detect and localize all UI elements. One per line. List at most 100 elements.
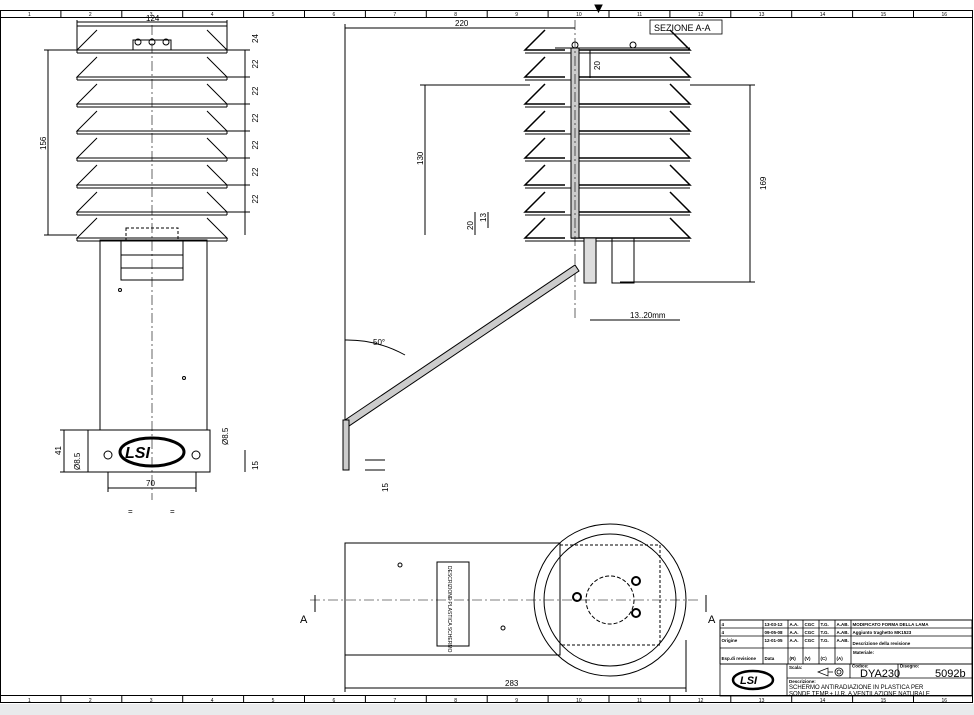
drawing-frame-inner [0, 17, 973, 696]
dim-13: 13 [479, 213, 488, 222]
dim-20: 20 [466, 221, 475, 230]
column-number: 7 [393, 12, 396, 18]
logo-icon [118, 436, 186, 468]
column-number: 15 [881, 12, 887, 18]
revision-cell: T.G. [821, 622, 829, 627]
description-line-2: SONDE TEMP.+ U.R. A VENTILAZIONE NATURAL… [789, 692, 930, 698]
revision-header: (R) [790, 656, 797, 661]
revision-cell: A.A. [790, 630, 799, 635]
column-number: 13 [759, 698, 765, 704]
dim-hole-left: Ø8.5 [73, 452, 82, 470]
dim-pole: 13..20mm [630, 311, 666, 320]
column-number: 2 [89, 12, 92, 18]
column-number: 9 [515, 12, 518, 18]
revision-cell: CGC [805, 638, 816, 643]
column-number: 2 [89, 698, 92, 704]
code: DYA230 [860, 668, 900, 680]
revision-cell: CGC [805, 630, 816, 635]
dim-spacing: 24 [251, 34, 260, 43]
revision-cell: A.AB. [837, 638, 849, 643]
shield-section [523, 110, 692, 132]
shield [75, 217, 229, 239]
nut [162, 38, 170, 46]
revision-cell: T.G. [821, 630, 829, 635]
front-shields [75, 25, 229, 242]
revision-cell: A.AB. [837, 622, 849, 627]
dim-foot-height: 41 [54, 446, 63, 455]
column-number: 9 [515, 698, 518, 704]
column-number: 7 [393, 698, 396, 704]
column-number: 5 [272, 12, 275, 18]
drawing-label: Disegno: [900, 664, 920, 669]
dim-spacing: 22 [251, 59, 260, 68]
dim-spacing: 22 [251, 194, 260, 203]
column-number: 3 [150, 12, 153, 18]
logo-mark: LSI [740, 675, 758, 687]
revision-cell: Origine [722, 638, 738, 643]
description-line-1: SCHERMO ANTIRADIAZIONE IN PLASTICA PER [789, 685, 924, 691]
description-label: Descrizione: [789, 679, 816, 684]
column-number: 10 [576, 698, 582, 704]
dim-15: 15 [381, 483, 390, 492]
dim-spacing: 22 [251, 167, 260, 176]
column-number: 16 [942, 12, 948, 18]
angle-label: 50° [373, 338, 385, 347]
dim-spacing: 22 [251, 140, 260, 149]
column-number: 14 [820, 12, 826, 18]
column-number: 8 [454, 698, 457, 704]
shield [75, 164, 229, 186]
equal-mark: = [170, 507, 175, 516]
dim-height: 156 [39, 136, 48, 150]
column-number: 15 [881, 698, 887, 704]
shield-section [523, 56, 692, 78]
foot-plate [87, 429, 211, 473]
front-view: 124 156 LSI 41 Ø8.5 Ø8.5 15 70 = = 24222… [39, 14, 260, 516]
dim-spacing: 22 [251, 86, 260, 95]
revision-cell: A.A. [790, 622, 799, 627]
top-view: DESCRIZIONE PLASTICA SCHERMO A A 283 [300, 523, 716, 692]
plate-text: DESCRIZIONE PLASTICA SCHERMO [446, 566, 452, 653]
revision-header: Descrizione della revisione [853, 641, 911, 646]
revision-header: (V) [805, 656, 812, 661]
column-number: 11 [637, 698, 642, 704]
projection-icon [817, 667, 833, 677]
column-number: 5 [272, 698, 275, 704]
revision-cell: 09-05-08 [765, 630, 784, 635]
column-number: 1 [28, 12, 31, 18]
revision-cell: 4 [722, 630, 725, 635]
column-number: 10 [576, 12, 582, 18]
dim-top: 20 [593, 61, 602, 70]
scale-label: Scala: [789, 665, 803, 670]
revision-cell: Aggiunto traghetto MK1523 [853, 630, 912, 635]
column-numbers: 1122334455667788991010111112121313141415… [0, 10, 947, 704]
code-label: Codice: [852, 664, 869, 669]
cut-left: A [300, 614, 308, 626]
shield-section [523, 29, 692, 51]
column-number: 3 [150, 698, 153, 704]
center-mark-icon [594, 4, 603, 14]
drawing-number: 5092b [935, 668, 966, 680]
section-view: SEZIONE A-A 220 20 130 169 20 13 13..20m… [342, 19, 768, 492]
shield [75, 110, 229, 132]
dim-length: 283 [505, 679, 519, 688]
column-number: 12 [698, 698, 704, 704]
shield-section [523, 217, 692, 239]
shield-section [523, 137, 692, 159]
dim-169: 169 [759, 176, 768, 190]
dim-130: 130 [416, 151, 425, 165]
column-number: 6 [333, 12, 336, 18]
column-number: 1 [28, 698, 31, 704]
drawing-frame [0, 10, 973, 703]
section-label: SEZIONE A-A [654, 23, 711, 33]
dim-hole-right: Ø8.5 [221, 427, 230, 445]
revision-cell: CGC [805, 622, 816, 627]
column-number: 4 [211, 698, 214, 704]
column-number: 6 [333, 698, 336, 704]
column-number: 13 [759, 12, 765, 18]
cable-gland [120, 239, 184, 281]
shield-section [523, 83, 692, 105]
revision-cell: 13-03-12 [765, 622, 784, 627]
